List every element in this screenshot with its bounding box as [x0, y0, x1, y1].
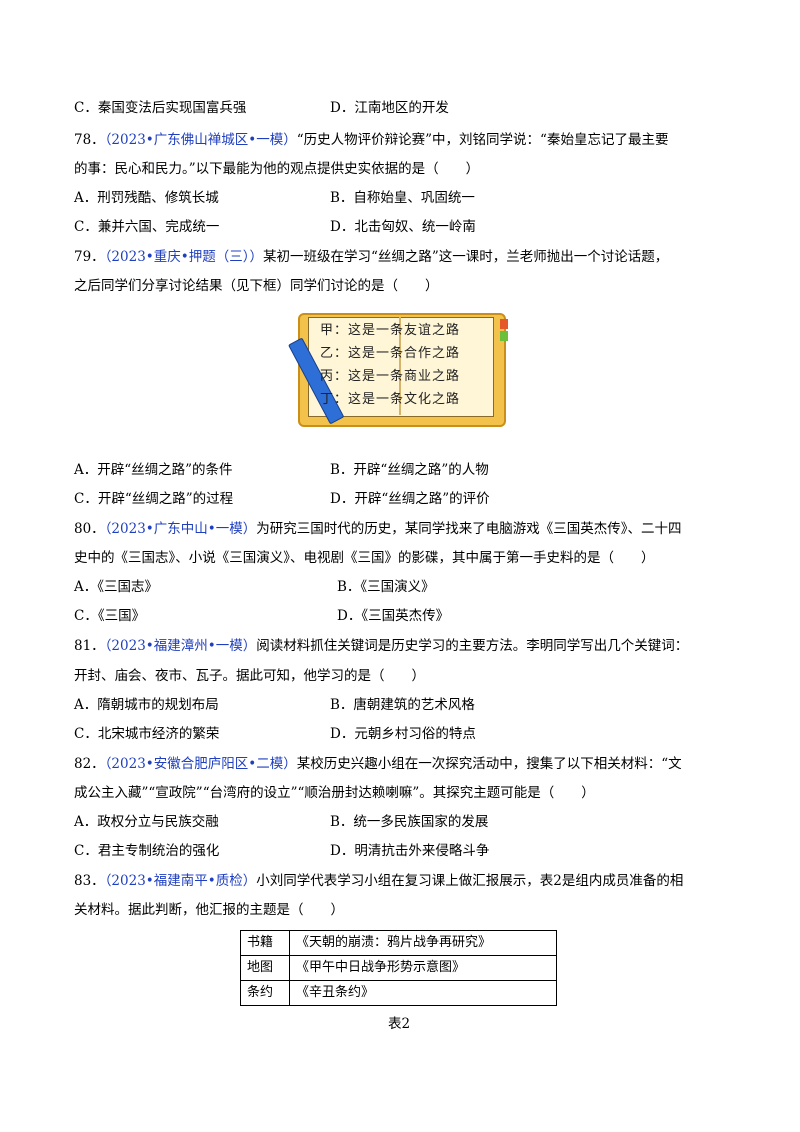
q82-source: （2023•安徽合肥庐阳区•二模）: [104, 756, 297, 772]
table-row: 书籍 《天朝的崩溃：鸦片战争再研究》: [240, 930, 557, 956]
q80-stem-line2: 史中的《三国志》、小说《三国演义》、电视剧《三国》的影碟，其中属于第一手史料的是…: [74, 550, 655, 566]
q82-option-a: A．政权分立与民族交融: [74, 814, 219, 830]
q77-option-d: D．江南地区的开发: [330, 100, 449, 116]
q79-stem-line1: 79．（2023•重庆•押题（三））某初一班级在学习“丝绸之路”这一课时，兰老师…: [74, 248, 668, 266]
q80-option-c: C．《三国》: [74, 608, 146, 624]
table-cell-key: 地图: [240, 955, 290, 981]
book-line-jia: 甲：这是一条友谊之路: [320, 323, 461, 338]
q82-option-c: C．君主专制统治的强化: [74, 843, 220, 859]
q81-option-a: A．隋朝城市的规划布局: [74, 697, 219, 713]
q79-option-d: D．开辟“丝绸之路”的评价: [330, 491, 490, 507]
q81-source: （2023•福建漳州•一模）: [104, 638, 257, 654]
book-spine: [399, 317, 401, 415]
q78-option-a: A．刑罚残酷、修筑长城: [74, 190, 219, 206]
q78-option-d: D．北击匈奴、统一岭南: [330, 219, 476, 235]
q78-stem-line1: 78．（2023•广东佛山禅城区•一模）“历史人物评价辩论赛”中，刘铭同学说：“…: [74, 131, 668, 149]
q80-number: 80．: [74, 521, 105, 537]
q83-stem-line1: 83．（2023•福建南平•质检）小刘同学代表学习小组在复习课上做汇报展示，表2…: [74, 872, 683, 890]
open-book-figure: 甲：这是一条友谊之路 乙：这是一条合作之路 丙：这是一条商业之路 丁：这是一条文…: [286, 305, 516, 435]
q81-stem-line1: 81．（2023•福建漳州•一模）阅读材料抓住关键词是历史学习的主要方法。李明同…: [74, 637, 688, 655]
book-line-ding: 丁：这是一条文化之路: [320, 392, 461, 407]
q82-option-d: D．明清抗击外来侵略斗争: [330, 843, 490, 859]
q78-option-c: C．兼并六国、完成统一: [74, 219, 220, 235]
table-row: 条约 《辛丑条约》: [240, 980, 557, 1006]
q81-option-b: B．唐朝建筑的艺术风格: [330, 697, 475, 713]
q78-option-b: B．自称始皇、巩固统一: [330, 190, 475, 206]
q78-number: 78．: [74, 132, 105, 148]
book-line-bing: 丙：这是一条商业之路: [320, 369, 461, 384]
q83-source: （2023•福建南平•质检）: [104, 873, 257, 889]
q82-text1: 某校历史兴趣小组在一次探究活动中，搜集了以下相关材料：“文: [296, 756, 682, 772]
q79-text1: 某初一班级在学习“丝绸之路”这一课时，兰老师抛出一个讨论话题，: [262, 249, 669, 265]
q79-source: （2023•重庆•押题（三））: [104, 249, 263, 265]
q83-stem-line2: 关材料。据此判断，他汇报的主题是（ ）: [74, 902, 344, 918]
q82-stem-line1: 82．（2023•安徽合肥庐阳区•二模）某校历史兴趣小组在一次探究活动中，搜集了…: [74, 755, 682, 773]
table-caption: 表2: [388, 1016, 411, 1032]
q78-text1: “历史人物评价辩论赛”中，刘铭同学说：“秦始皇忘记了最主要: [296, 132, 669, 148]
materials-table: 书籍 《天朝的崩溃：鸦片战争再研究》 地图 《甲午中日战争形势示意图》 条约 《…: [240, 930, 557, 1006]
q80-option-d: D．《三国英杰传》: [337, 608, 450, 624]
q82-number: 82．: [74, 756, 105, 772]
q79-option-c: C．开辟“丝绸之路”的过程: [74, 491, 234, 507]
q81-stem-line2: 开封、庙会、夜市、瓦子。据此可知，他学习的是（ ）: [74, 668, 425, 684]
q80-source: （2023•广东中山•一模）: [104, 521, 257, 537]
q80-stem-line1: 80．（2023•广东中山•一模）为研究三国时代的历史，某同学找来了电脑游戏《三…: [74, 520, 681, 538]
q80-text1: 为研究三国时代的历史，某同学找来了电脑游戏《三国英杰传》、二十四: [256, 521, 682, 537]
q78-stem-line2: 的事：民心和民力。”以下最能为他的观点提供史实依据的是（ ）: [74, 161, 480, 177]
q79-option-b: B．开辟“丝绸之路”的人物: [330, 462, 489, 478]
q78-source: （2023•广东佛山禅城区•一模）: [104, 132, 297, 148]
q79-option-a: A．开辟“丝绸之路”的条件: [74, 462, 233, 478]
q79-stem-line2: 之后同学们分享讨论结果（见下框）同学们讨论的是（ ）: [74, 278, 439, 294]
q80-option-b: B．《三国演义》: [337, 579, 435, 595]
book-line-yi: 乙：这是一条合作之路: [320, 346, 461, 361]
q81-text1: 阅读材料抓住关键词是历史学习的主要方法。李明同学写出几个关键词：: [256, 638, 689, 654]
q83-number: 83．: [74, 873, 105, 889]
table-row: 地图 《甲午中日战争形势示意图》: [240, 955, 557, 981]
book-page: [308, 317, 494, 417]
table-cell-value: 《甲午中日战争形势示意图》: [289, 955, 557, 981]
q81-option-d: D．元朝乡村习俗的特点: [330, 726, 476, 742]
q83-text1: 小刘同学代表学习小组在复习课上做汇报展示，表2是组内成员准备的相: [256, 873, 684, 889]
q79-number: 79．: [74, 249, 105, 265]
table-cell-key: 条约: [240, 980, 290, 1006]
table-cell-key: 书籍: [240, 930, 290, 956]
q82-stem-line2: 成公主入藏”“宣政院”“台湾府的设立”“顺治册封达赖喇嘛”。其探究主题可能是（ …: [74, 785, 595, 801]
table-cell-value: 《辛丑条约》: [289, 980, 557, 1006]
bookmark-tab-green: [500, 331, 508, 341]
q80-option-a: A．《三国志》: [74, 579, 158, 595]
q81-option-c: C．北宋城市经济的繁荣: [74, 726, 220, 742]
table-cell-value: 《天朝的崩溃：鸦片战争再研究》: [289, 930, 557, 956]
q81-number: 81．: [74, 638, 105, 654]
q77-option-c: C．秦国变法后实现国富兵强: [74, 100, 247, 116]
bookmark-tab-red: [500, 319, 508, 329]
q82-option-b: B．统一多民族国家的发展: [330, 814, 489, 830]
